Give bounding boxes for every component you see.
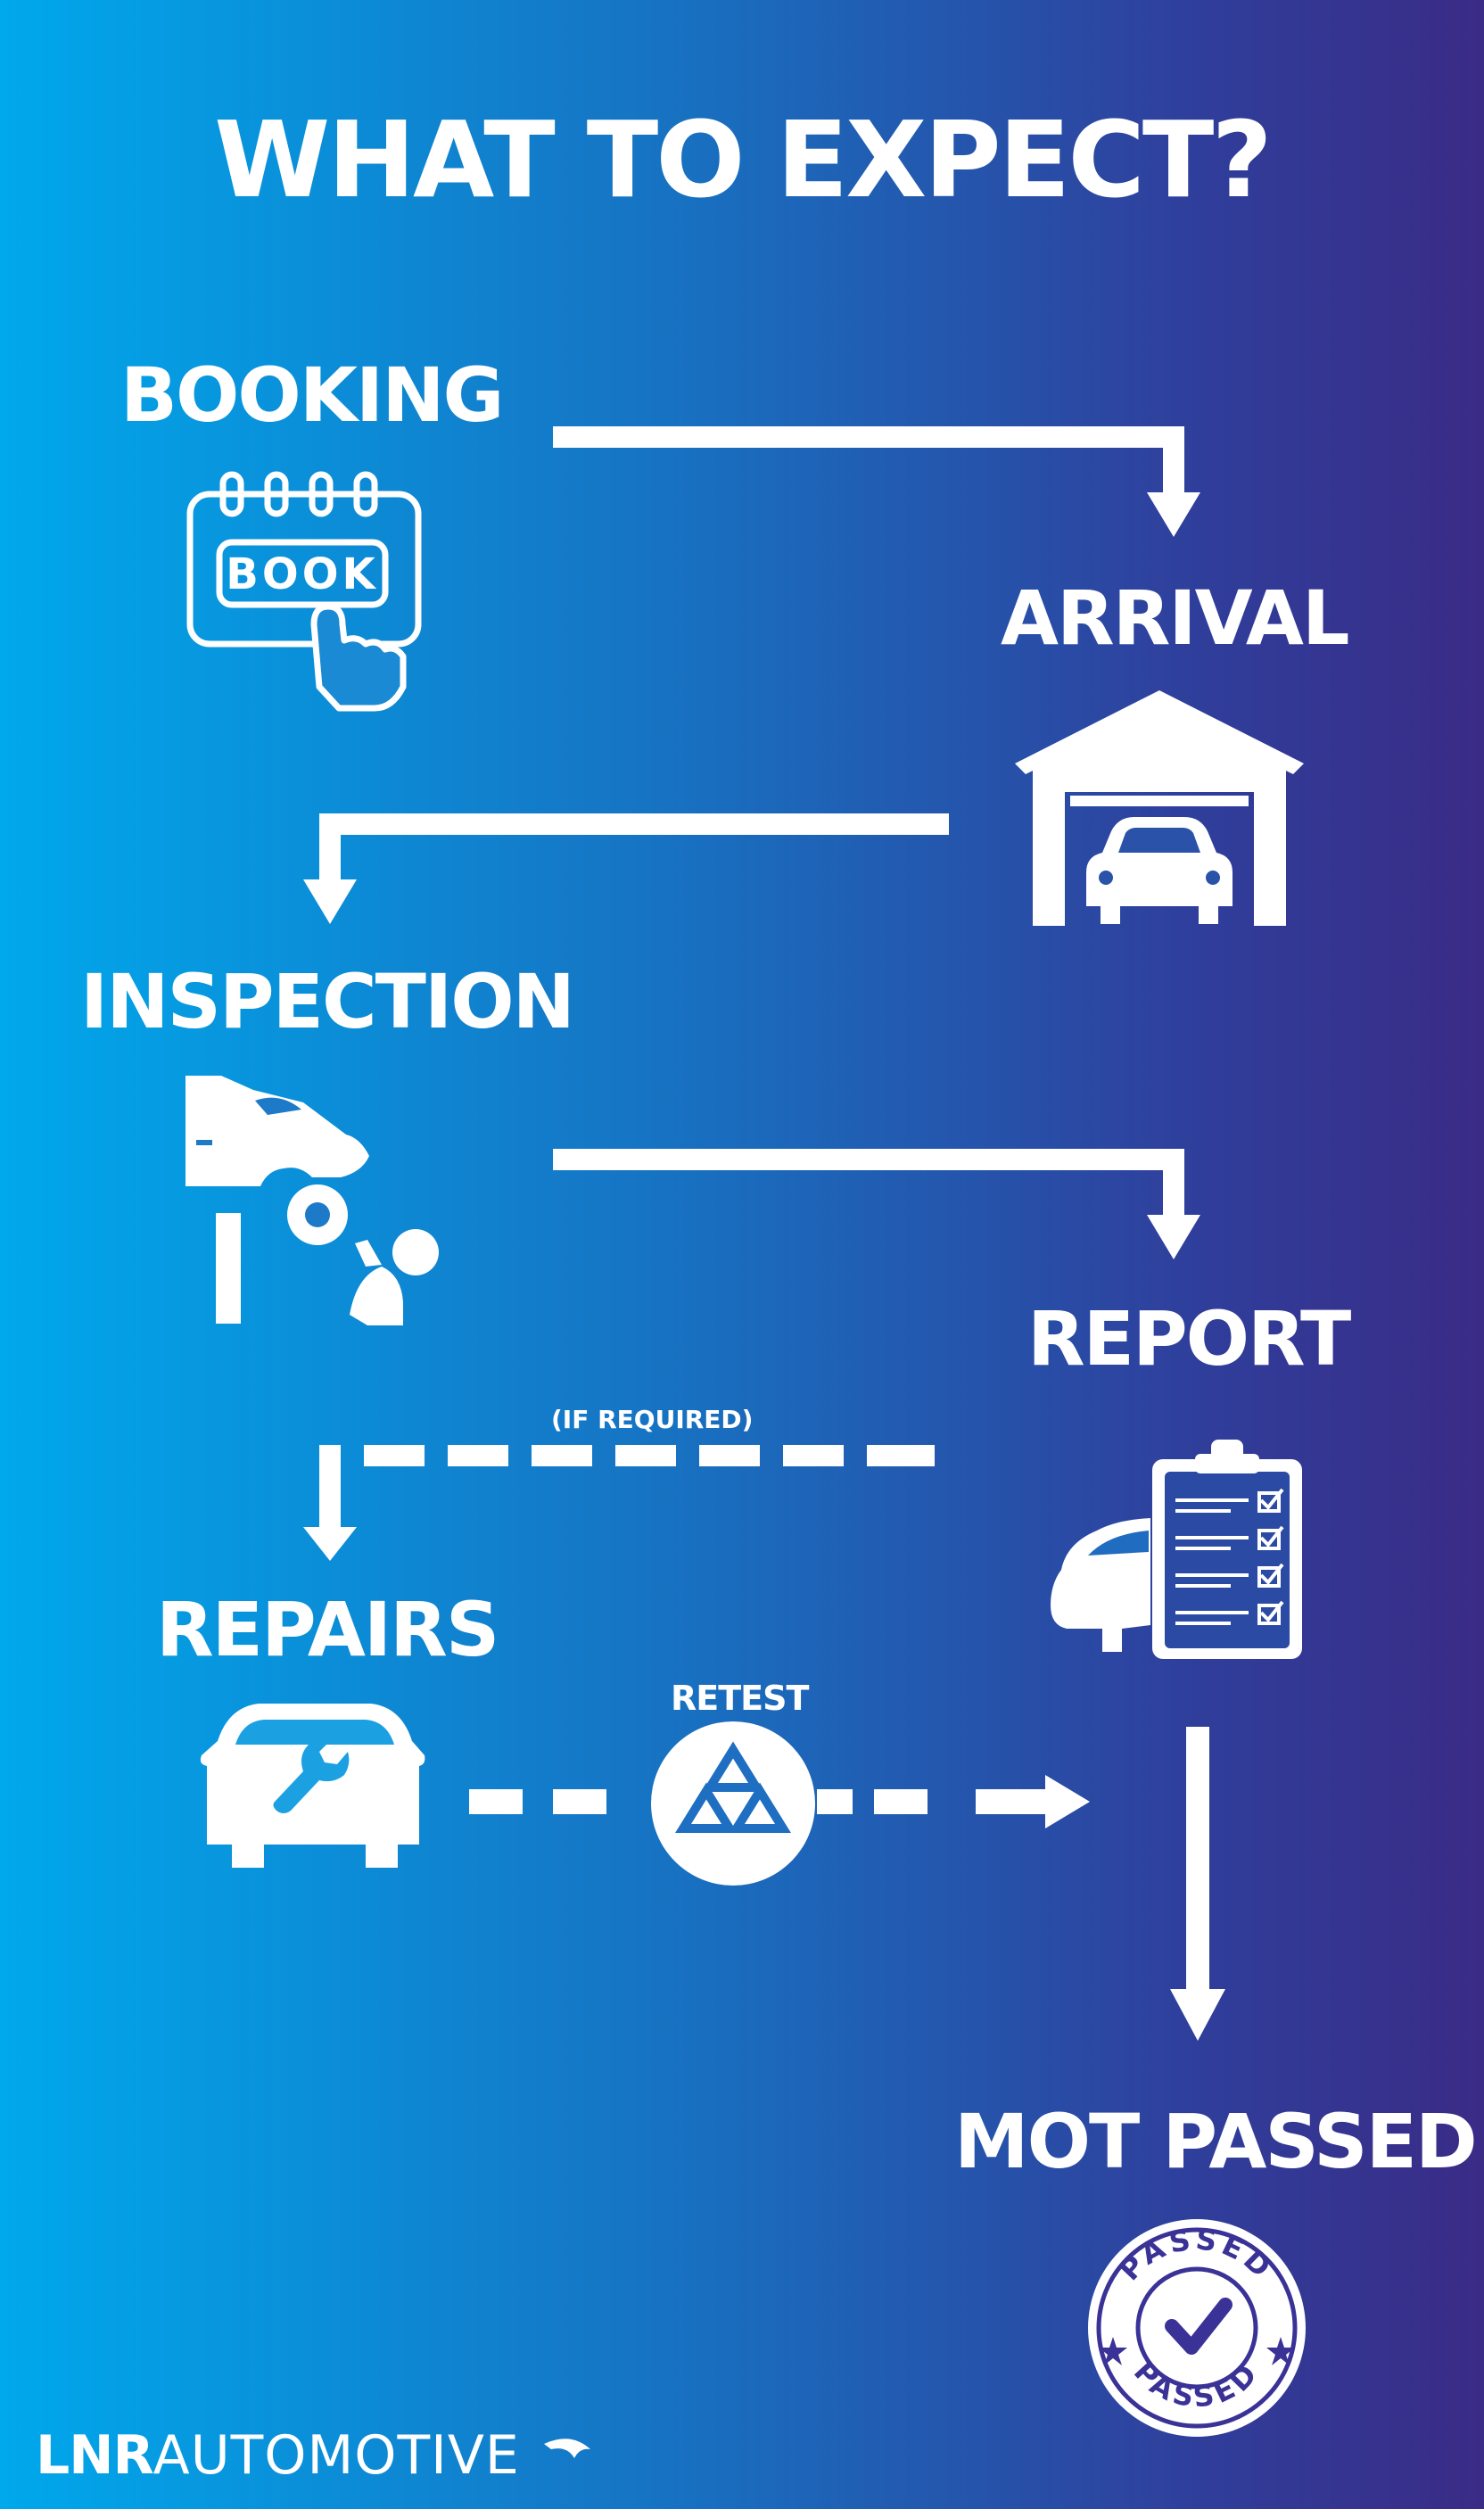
arrow-repairs-to-retest-dashed xyxy=(469,1775,1090,1828)
step-inspection-label: INSPECTION xyxy=(80,958,575,1045)
brand-swoosh-icon xyxy=(544,2439,590,2458)
arrow-report-to-repairs-dashed xyxy=(303,1445,935,1561)
brand-logo: LNRAUTOMOTIVE xyxy=(36,2424,520,2487)
car-lift-mechanic-icon xyxy=(186,1076,439,1325)
car-wrench-icon xyxy=(200,1704,425,1868)
mot-triangles-icon xyxy=(651,1721,815,1886)
arrow-booking-to-arrival xyxy=(553,426,1200,537)
calendar-book-icon: BOOK xyxy=(186,471,422,712)
brand-regular: AUTOMOTIVE xyxy=(153,2424,520,2487)
step-repairs-label: REPAIRS xyxy=(156,1586,499,1673)
arrow-report-to-mot-passed xyxy=(1170,1727,1225,2041)
car-checklist-icon xyxy=(1051,1440,1302,1659)
step-report-label: REPORT xyxy=(1027,1295,1351,1382)
arrow-arrival-to-inspection xyxy=(303,813,949,924)
step-booking-label: BOOKING xyxy=(120,351,504,439)
arrow-inspection-to-report xyxy=(553,1149,1200,1259)
brand-bold: LNR xyxy=(36,2424,154,2487)
passed-stamp-icon: PASSED PASSED xyxy=(1088,2219,1306,2437)
garage-car-icon xyxy=(1015,690,1304,926)
if-required-note: (IF REQUIRED) xyxy=(551,1405,754,1434)
page-title: WHAT TO EXPECT? xyxy=(214,98,1273,221)
retest-label: RETEST xyxy=(671,1679,809,1718)
svg-text:BOOK: BOOK xyxy=(226,549,378,599)
step-arrival-label: ARRIVAL xyxy=(1001,574,1349,662)
step-mot-passed-label: MOT PASSED xyxy=(954,2098,1478,2185)
